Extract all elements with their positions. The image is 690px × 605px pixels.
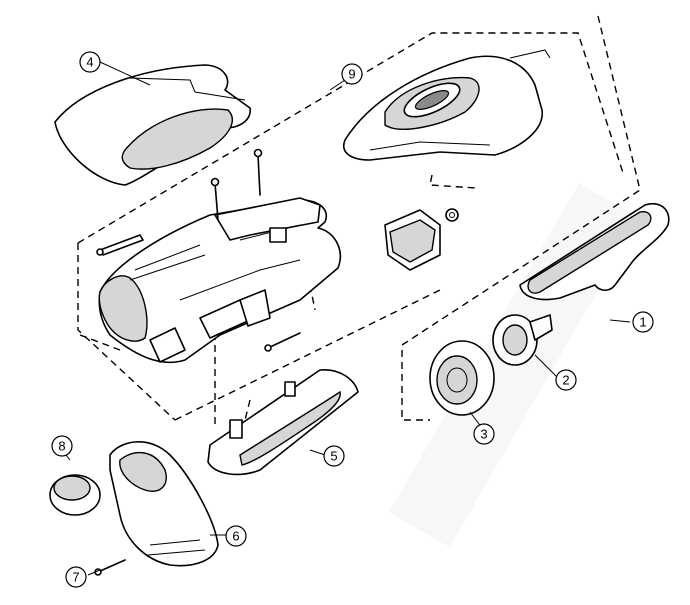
cap-ring-part [49,474,101,516]
front-cover-part [109,441,219,567]
lower-plate-part [207,369,359,476]
callout-5: 5 [323,445,345,467]
callout-6: 6 [225,525,247,547]
blade-cone-part [492,314,553,366]
callout-4: 4 [79,51,101,73]
callout-3-label: 3 [480,427,487,442]
callout-3: 3 [473,423,495,445]
upper-housing-part [343,49,551,161]
screws [94,148,301,576]
main-body-part [98,197,342,364]
handle-part [519,203,670,301]
callout-9: 9 [341,63,363,85]
callout-8: 8 [51,435,73,457]
callout-5-label: 5 [330,449,337,464]
callout-7: 7 [65,566,87,588]
top-cover-part [54,64,251,186]
callout-1: 1 [632,311,654,333]
callout-4-label: 4 [86,55,93,70]
motor-component [384,208,459,271]
cutter-ring-part [429,340,495,416]
callout-7-label: 7 [72,570,79,585]
callout-2: 2 [555,369,577,391]
callout-8-label: 8 [58,439,65,454]
callout-2-label: 2 [562,373,569,388]
callout-9-label: 9 [348,67,355,82]
callout-1-label: 1 [639,315,646,330]
callout-6-label: 6 [232,529,239,544]
